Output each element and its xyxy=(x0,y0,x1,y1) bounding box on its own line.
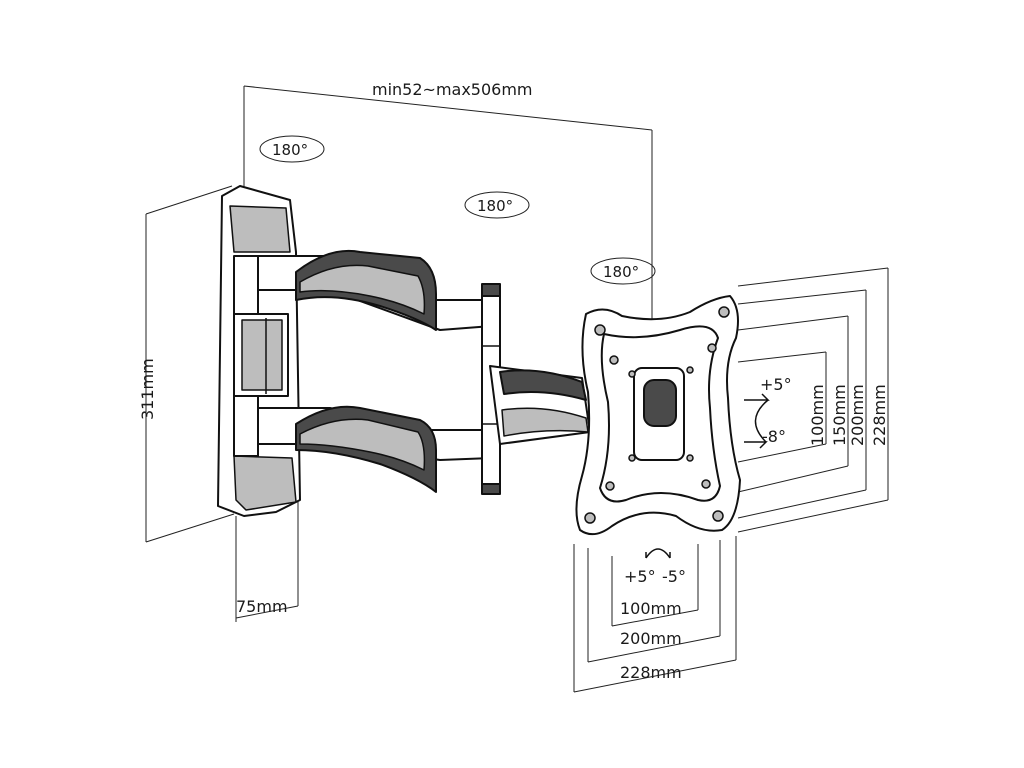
pivot-column xyxy=(481,283,501,495)
swivel-right-label: -5° xyxy=(662,567,686,586)
height-label: 311mm xyxy=(138,358,157,420)
swivel-indicator: +5° -5° xyxy=(624,548,686,586)
tilt-down-label: -8° xyxy=(762,427,786,446)
swivel-left-label: +5° xyxy=(624,567,656,586)
rotation-wall-label: 180° xyxy=(272,141,308,159)
extension-label: min52~max506mm xyxy=(372,80,533,99)
rotation-arm-label: 180° xyxy=(477,197,513,215)
tilt-up-label: +5° xyxy=(760,375,792,394)
vesa-h-228-label: 228mm xyxy=(620,663,682,682)
vesa-v-150-label: 150mm xyxy=(830,384,849,446)
vesa-mount-holes xyxy=(584,306,730,524)
depth-label: 75mm xyxy=(236,597,288,616)
rotation-plate-label: 180° xyxy=(603,263,639,281)
vesa-h-200-label: 200mm xyxy=(620,629,682,648)
height-dimension: 311mm xyxy=(138,185,235,543)
depth-dimension: 75mm xyxy=(235,486,299,622)
vesa-h-100-label: 100mm xyxy=(620,599,682,618)
rotation-wall-pivot: 180° xyxy=(259,135,325,163)
vesa-vertical-dimensions: 100mm 150mm 200mm 228mm xyxy=(737,267,889,533)
vesa-v-100-label: 100mm xyxy=(808,384,827,446)
tilt-indicator: +5° -8° xyxy=(744,375,792,449)
wall-plate xyxy=(217,185,301,517)
vesa-v-228-label: 228mm xyxy=(870,384,889,446)
front-arm xyxy=(489,365,591,445)
lower-arm xyxy=(257,405,493,493)
vesa-v-200-label: 200mm xyxy=(848,384,867,446)
upper-arm xyxy=(257,249,493,331)
extension-dimension: min52~max506mm xyxy=(243,80,653,330)
rotation-plate-pivot: 180° xyxy=(590,257,656,285)
vesa-horizontal-dimensions: 100mm 200mm 228mm xyxy=(573,536,737,693)
vesa-plate xyxy=(575,295,741,536)
rotation-arm-pivot: 180° xyxy=(464,191,530,219)
